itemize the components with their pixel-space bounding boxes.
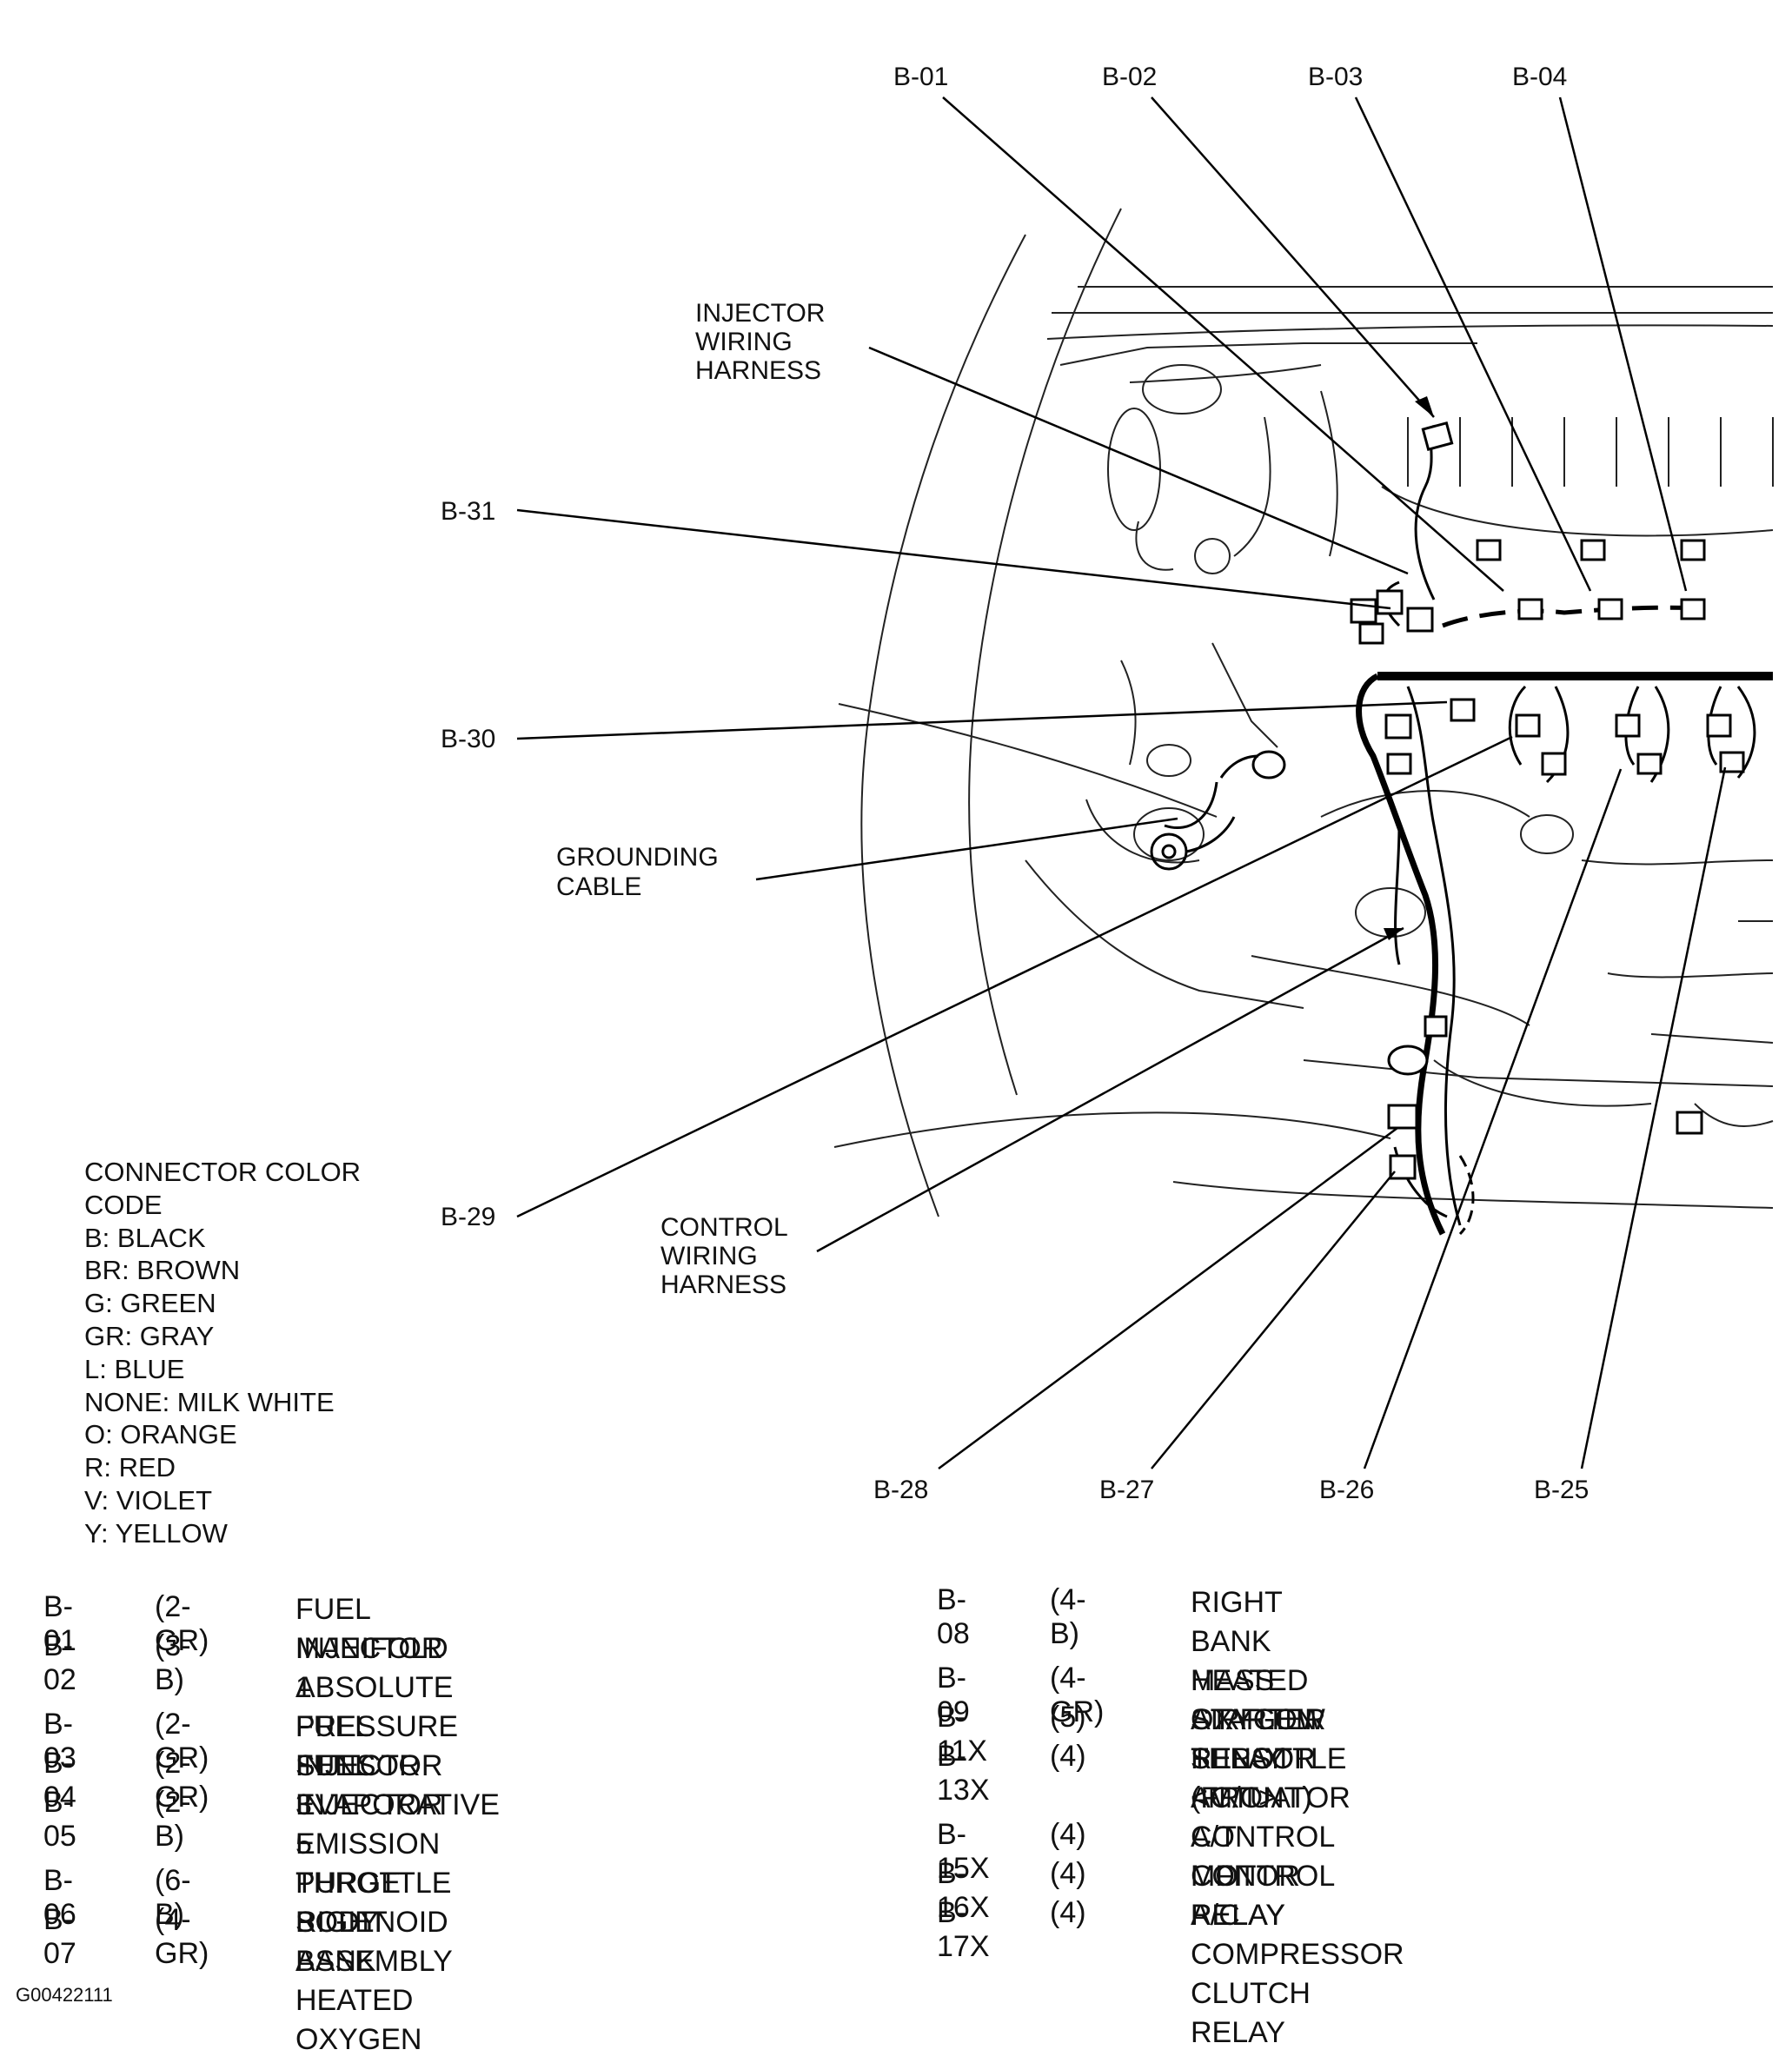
connector-description: FUEL INJECTOR 1 [295, 1593, 443, 1704]
connector-color-code-legend: CONNECTOR COLOR CODE B: BLACK BR: BROWN … [84, 1156, 361, 1550]
connector-description: A/T CONTROL RELAY [1191, 1821, 1334, 1932]
connector-description: FUEL INJECTOR 5 [295, 1749, 443, 1861]
connector-description: MFI RELAY [1191, 1860, 1285, 1932]
grounding-cable-drawing [1150, 750, 1286, 871]
callout-b03: B-03 [1308, 63, 1363, 91]
color-code-entry: R: RED [84, 1452, 176, 1483]
connector-spec: (6-B) [155, 1864, 191, 1931]
connector-id: B-15X [937, 1818, 990, 1885]
callout-b02: B-02 [1102, 63, 1157, 91]
connector-id: B-04 [43, 1747, 76, 1814]
callout-b26: B-26 [1319, 1476, 1374, 1504]
connector-description: STARTER RELAY <M/T> [1191, 1703, 1326, 1814]
connector-description: THROTTLE BODY ASSEMBLY [295, 1867, 453, 1978]
callout-b25: B-25 [1534, 1476, 1589, 1504]
color-code-entry: GR: GRAY [84, 1320, 215, 1351]
connector-spec: (3-B) [155, 1629, 191, 1696]
callout-injector-harness-1: INJECTOR [695, 299, 825, 328]
connector-id: B-03 [43, 1708, 76, 1774]
connector-spec: (5) [1050, 1701, 1086, 1734]
color-code-entry: BR: BROWN [84, 1255, 241, 1286]
color-code-entry: V: VIOLET [84, 1484, 213, 1516]
connector-description: A/C COMPRESSOR CLUTCH RELAY [1191, 1899, 1404, 2049]
color-code-title-line-1: CONNECTOR COLOR [84, 1157, 362, 1187]
connector-spec: (4) [1050, 1896, 1086, 1929]
connector-description: EVAPORATIVE EMISSION PURGE SOLENOID [295, 1788, 500, 1939]
leader-lines [516, 96, 1727, 1470]
connector-spec: (2-GR) [155, 1708, 209, 1774]
callout-injector-harness-2: WIRING [695, 328, 793, 356]
connector-description: MASS AIRFLOW SENSOR [1191, 1664, 1325, 1775]
connector-spec: (4-B) [1050, 1583, 1086, 1650]
color-code-title-line-2: CODE [84, 1189, 163, 1220]
connector-id: B-05 [43, 1786, 76, 1853]
callout-b29: B-29 [441, 1203, 495, 1231]
color-code-entry: Y: YELLOW [84, 1517, 228, 1549]
callout-labels: B-01 B-02 B-03 B-04 INJECTOR WIRING HARN… [441, 63, 1589, 1504]
callout-control-harness-1: CONTROL [660, 1213, 788, 1242]
callout-b01: B-01 [893, 63, 948, 91]
connector-spec: (4-GR) [1050, 1662, 1105, 1728]
connector-id: B-06 [43, 1864, 76, 1931]
callout-grounding-cable-2: CABLE [556, 872, 641, 901]
callout-b31: B-31 [441, 497, 495, 526]
callout-control-harness-3: HARNESS [660, 1270, 786, 1299]
connector-blocks [1350, 421, 1745, 1180]
color-code-entry: NONE: MILK WHITE [84, 1386, 335, 1417]
connector-spec: (4) [1050, 1857, 1086, 1890]
connector-spec: (2-GR) [155, 1590, 209, 1657]
connector-id: B-13X [937, 1740, 990, 1807]
connector-id: B-11X [937, 1701, 987, 1768]
connector-id: B-16X [937, 1857, 990, 1924]
connector-description: RIGHT BANK HEATED OXYGEN SENSOR (REAR) [295, 1906, 422, 2063]
connector-spec: (2-GR) [155, 1747, 209, 1814]
connector-id: B-09 [937, 1662, 970, 1728]
connector-description: FUEL INJECTOR 3 [295, 1710, 443, 1821]
callout-grounding-cable-1: GROUNDING [556, 843, 719, 872]
figure-id: G00422111 [16, 1984, 113, 2006]
connector-id: B-07 [43, 1903, 76, 1970]
connector-id: B-02 [43, 1629, 76, 1696]
connector-description: RIGHT BANK HEATED OXYGEN SENSOR (FRONT) [1191, 1586, 1317, 1814]
color-code-entry: O: ORANGE [84, 1419, 237, 1450]
connector-description: MANIFOLD ABSOLUTE PRESSURE SENSOR [295, 1632, 459, 1782]
engine-outline [833, 208, 1774, 1217]
connector-id: B-17X [937, 1896, 990, 1963]
color-code-entry: G: GREEN [84, 1288, 216, 1319]
callout-control-harness-2: WIRING [660, 1242, 758, 1270]
color-code-entry: B: BLACK [84, 1222, 206, 1253]
callout-b27: B-27 [1099, 1476, 1154, 1504]
callout-b30: B-30 [441, 725, 495, 753]
callout-b04: B-04 [1512, 63, 1567, 91]
connector-spec: (4-GR) [155, 1903, 209, 1970]
callout-injector-harness-3: HARNESS [695, 356, 821, 385]
connector-id: B-08 [937, 1583, 970, 1650]
wiring-harness [1356, 424, 1773, 1236]
callout-b28: B-28 [873, 1476, 928, 1504]
connector-spec: (4) [1050, 1740, 1086, 1773]
connector-spec: (2-B) [155, 1786, 191, 1853]
color-code-entry: L: BLUE [84, 1353, 185, 1384]
connector-description: THROTTLE ACTUATOR CONTROL MOTOR RELAY [1191, 1742, 1351, 1932]
arrowheads [1384, 396, 1434, 940]
connector-id: B-01 [43, 1590, 76, 1657]
connector-spec: (4) [1050, 1818, 1086, 1851]
